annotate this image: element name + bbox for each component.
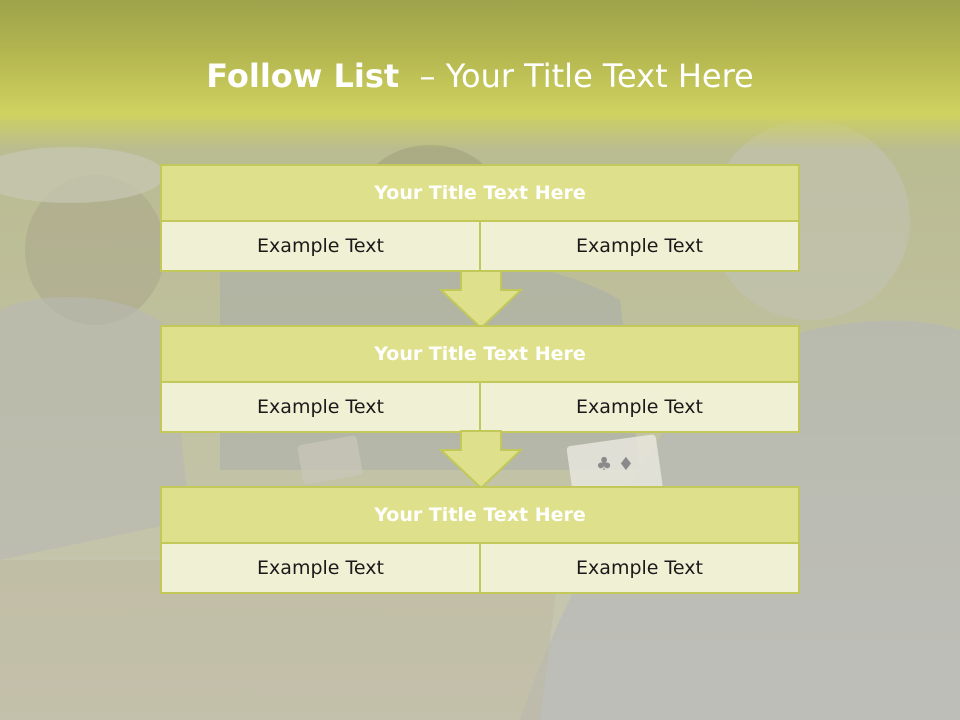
slide-title: Follow List – Your Title Text Here [0,54,960,98]
block-row: Example Text Example Text [162,544,798,592]
down-arrow-icon [439,270,523,330]
list-block-3: Your Title Text Here Example Text Exampl… [160,486,800,594]
list-block-1: Your Title Text Here Example Text Exampl… [160,164,800,272]
block-cell-left: Example Text [162,383,481,431]
block-title: Your Title Text Here [162,166,798,222]
block-title: Your Title Text Here [162,488,798,544]
block-cell-left: Example Text [162,544,481,592]
title-rest: – Your Title Text Here [419,57,754,95]
block-cell-right: Example Text [481,222,798,270]
title-band [0,0,960,150]
block-row: Example Text Example Text [162,383,798,431]
block-cell-right: Example Text [481,544,798,592]
svg-text:♣ ♦: ♣ ♦ [596,454,634,475]
list-block-2: Your Title Text Here Example Text Exampl… [160,325,800,433]
block-cell-left: Example Text [162,222,481,270]
block-row: Example Text Example Text [162,222,798,270]
down-arrow-icon [439,430,523,490]
block-title: Your Title Text Here [162,327,798,383]
title-bold: Follow List [206,57,400,95]
block-cell-right: Example Text [481,383,798,431]
